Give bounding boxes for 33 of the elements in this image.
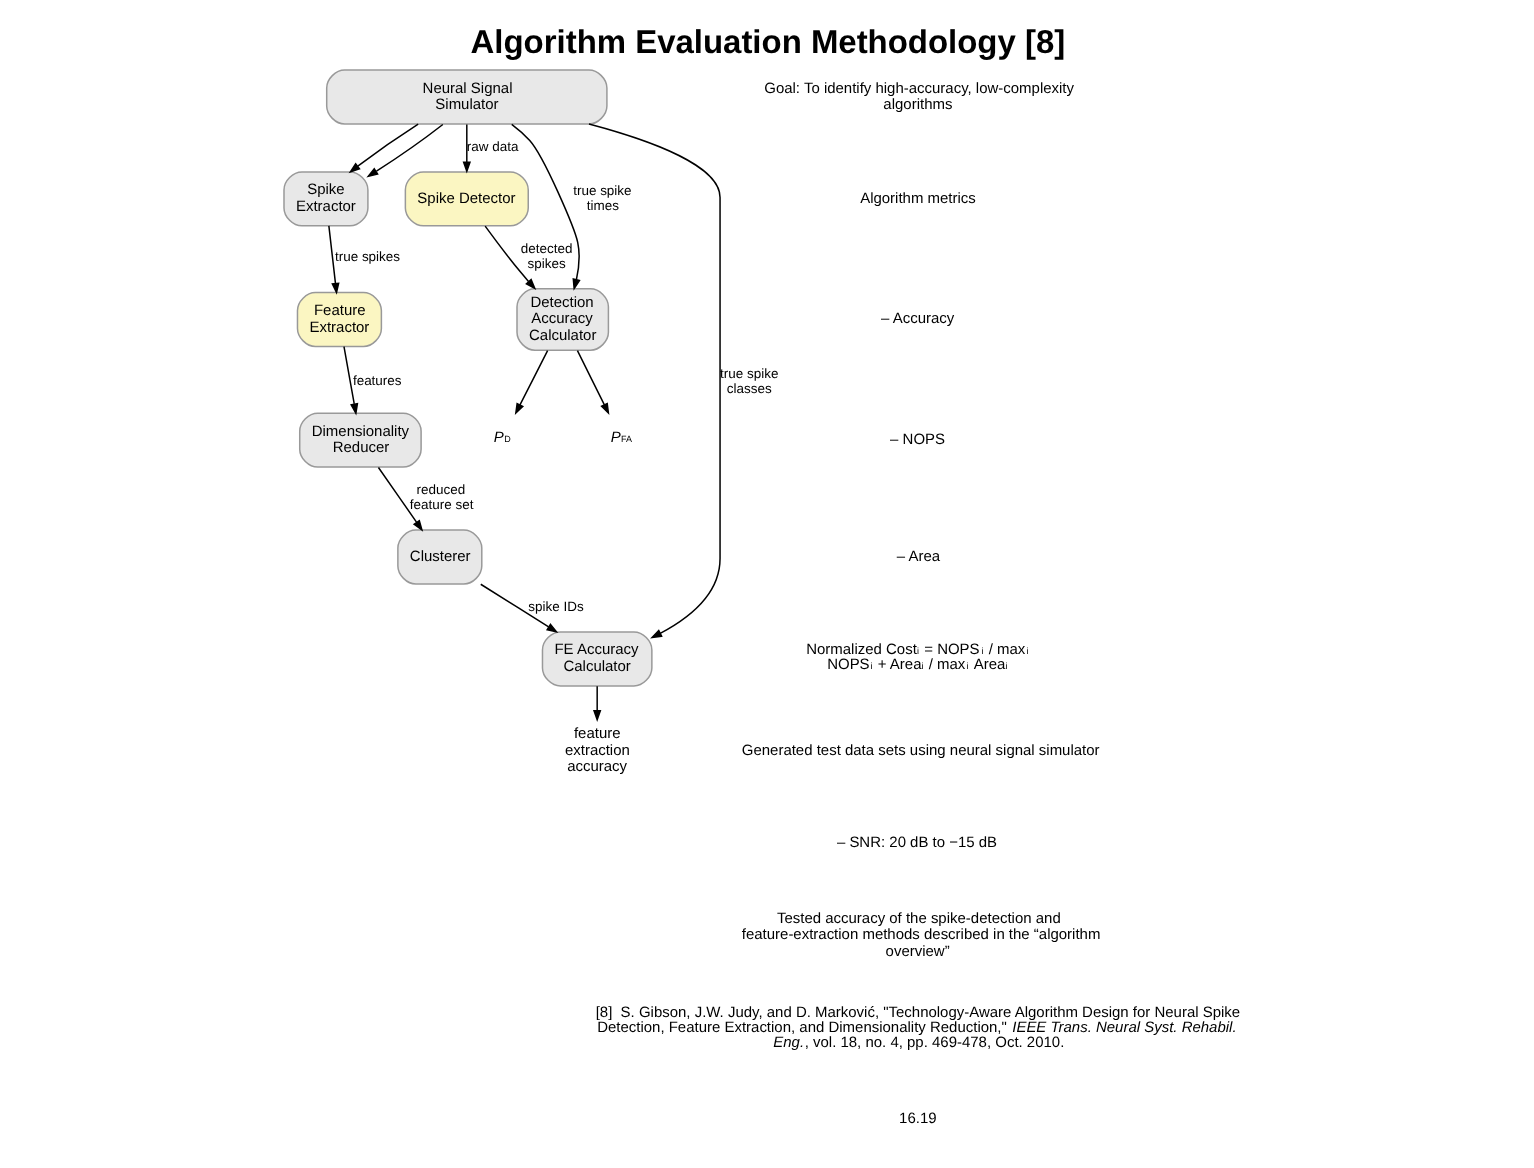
arrow — [513, 349, 548, 415]
arrow — [365, 123, 443, 178]
label: [8] S. Gibson, J.W. Judy, and D. Marković, "Technology-Aware Algorithm Design for Neural Spike Detection, Feature Extraction, and Dimensionality Reduction," IEEE Trans. Neural Syst. Rehabil. Eng., vol. 18, no. 4, pp. 469-478, Oct. 2010. — [594, 1003, 1240, 1052]
label: Tested accuracy of the spike-detection and feature-extraction methods described in the “algorithm overview” — [740, 908, 1100, 960]
label: – SNR: 20 dB to −15 dB — [835, 832, 997, 851]
arrow — [376, 466, 423, 532]
node-box: Spike Detector — [403, 171, 528, 227]
node-box: Spike Extractor — [282, 171, 368, 227]
node-box: Clusterer — [396, 529, 482, 585]
arrow — [575, 349, 609, 415]
node-box: FE Accuracy Calculator — [540, 631, 652, 687]
node-box: Dimensionality Reducer — [298, 412, 421, 468]
label: 16.19 — [898, 1108, 936, 1127]
arrow — [483, 225, 536, 291]
diagram-title: Algorithm Evaluation Methodology [8] — [469, 24, 1065, 61]
node-box: Feature Extractor — [295, 291, 382, 348]
arrow — [591, 685, 601, 723]
label: – Accuracy — [880, 309, 954, 328]
label: – NOPS — [889, 429, 945, 448]
arrow — [510, 123, 580, 291]
arrow — [347, 123, 418, 174]
arrow — [587, 123, 720, 639]
label: Goal: To identify high-accuracy, low-complexity algorithms — [763, 78, 1074, 113]
arrow — [342, 345, 358, 416]
arrow — [327, 225, 339, 295]
node-box: Neural Signal Simulator — [324, 69, 607, 125]
arrow — [479, 583, 558, 634]
arrow — [461, 123, 470, 174]
label: – Area — [895, 546, 940, 565]
label: Algorithm metrics — [859, 188, 975, 207]
label: Generated test data sets using neural signal simulator — [740, 740, 1099, 759]
node-text: feature extraction accuracy — [563, 724, 629, 776]
node-box: Detection Accuracy Calculator — [515, 288, 609, 351]
